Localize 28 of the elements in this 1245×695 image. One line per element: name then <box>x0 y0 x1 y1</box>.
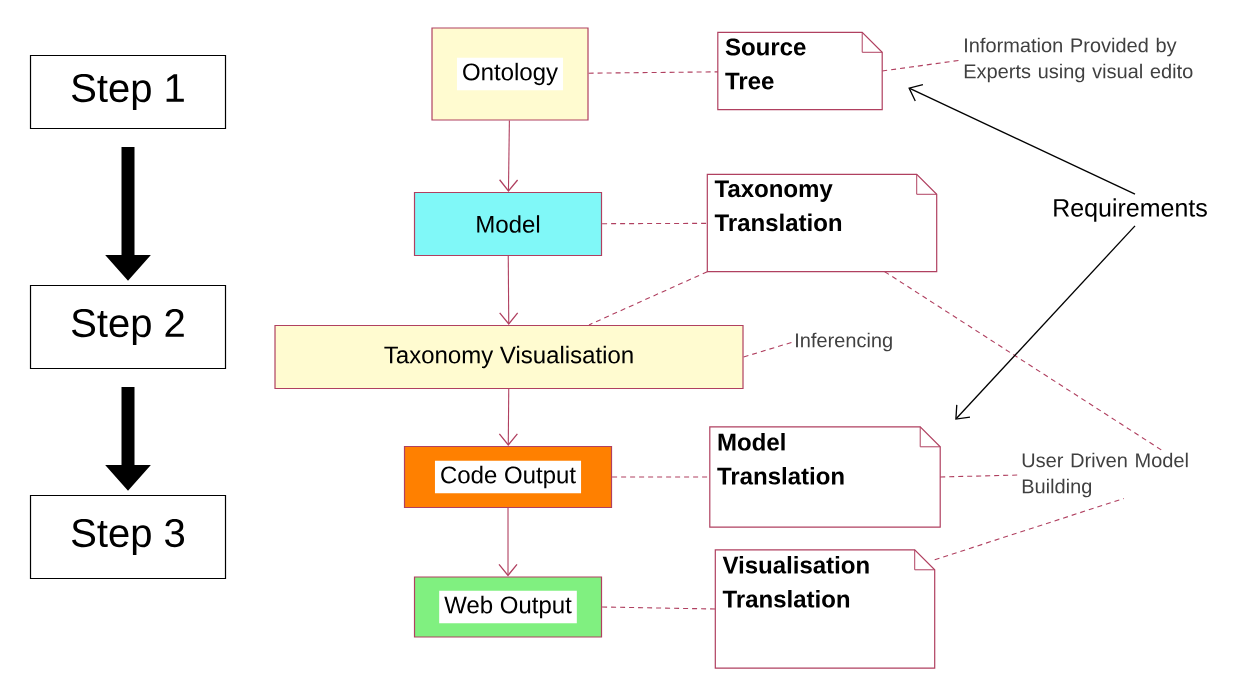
arrow <box>499 255 519 325</box>
process-box: Taxonomy Visualisation <box>274 324 744 390</box>
annotation-text: Inferencing <box>796 332 892 352</box>
connector-line <box>601 606 716 610</box>
step-box: Step 3 <box>29 494 227 580</box>
process-box: Code Output <box>403 445 613 509</box>
annotation-text: Information Provided by Experts using visual edito <box>964 37 1193 83</box>
arrow <box>955 225 1136 420</box>
annotation-text: Requirements <box>1054 198 1207 222</box>
process-box: Ontology <box>431 27 589 121</box>
arrow <box>498 507 518 577</box>
connector-line <box>588 71 719 74</box>
annotation-text: User Driven Model Building <box>1022 452 1188 498</box>
connector-line <box>743 341 794 358</box>
arrow <box>498 120 519 192</box>
note-box: Taxonomy Translation <box>706 173 938 273</box>
note-box: Visualisation Translation <box>714 549 936 669</box>
process-box: Model <box>413 191 603 257</box>
step-box: Step 1 <box>29 54 227 130</box>
arrow <box>908 84 1136 195</box>
connector-line <box>588 271 708 326</box>
connector-line <box>934 497 1125 561</box>
step-box: Step 2 <box>29 284 227 370</box>
connector-line <box>601 222 708 225</box>
note-box: Source Tree <box>717 31 883 111</box>
note-box: Model Translation <box>709 426 941 528</box>
arrow <box>498 388 518 446</box>
process-box: Web Output <box>413 576 603 638</box>
